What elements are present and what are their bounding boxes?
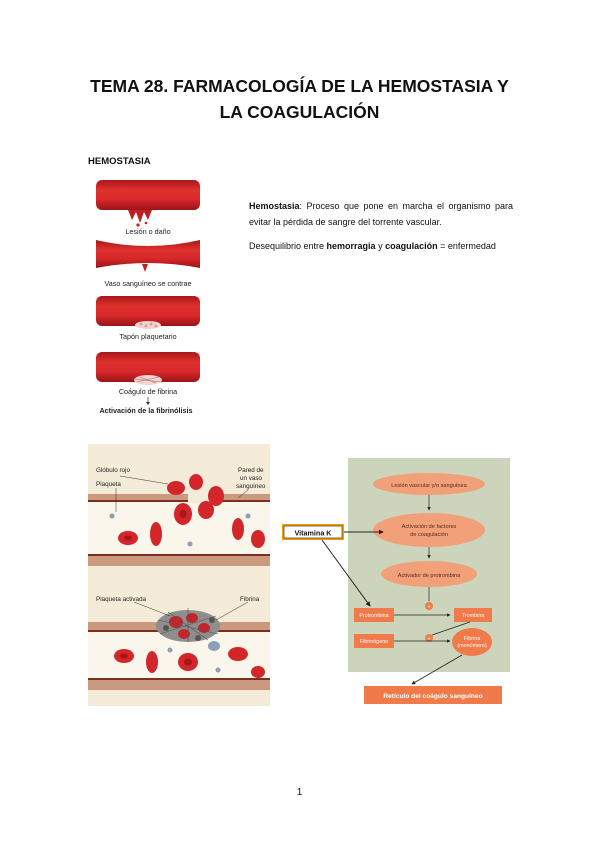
coagulation-cascade-figure: Lesión vascular y/o sanguínea Activación… bbox=[282, 458, 510, 704]
plus-text-1: + bbox=[427, 605, 431, 611]
label-pared-3: sanguíneo bbox=[236, 483, 266, 490]
blood-vessel-coagulation-figure: Glóbulo rojo Plaqueta Pared de un vaso s… bbox=[88, 444, 270, 706]
text-activacion-2: de coagulación bbox=[410, 532, 448, 538]
label-plaqueta: Plaqueta bbox=[96, 481, 121, 488]
node-lesion bbox=[373, 473, 485, 495]
plus-text-2: + bbox=[427, 637, 431, 643]
text-lesion: Lesión vascular y/o sanguínea bbox=[391, 483, 467, 489]
text-vitamina-k: Vitamina K bbox=[294, 529, 332, 538]
stage-label-1: Lesión o daño bbox=[125, 227, 170, 236]
title-line-1: TEMA 28. FARMACOLOGÍA DE LA HEMOSTASIA Y bbox=[90, 76, 509, 96]
desequilibrio-post: = enfermedad bbox=[437, 241, 496, 251]
node-activador bbox=[381, 561, 477, 587]
section-heading: HEMOSTASIA bbox=[88, 156, 151, 167]
stage-label-4: Coágulo de fibrina bbox=[119, 387, 177, 396]
text-reticulo: Retículo del coágulo sanguíneo bbox=[383, 693, 482, 700]
node-protrombina bbox=[354, 608, 394, 622]
page-title: TEMA 28. FARMACOLOGÍA DE LA HEMOSTASIA Y… bbox=[70, 73, 529, 125]
label-fibrina: Fibrina bbox=[240, 596, 260, 603]
node-fibrina-monomero bbox=[452, 628, 492, 656]
text-fibrinogeno: Fibrinógeno bbox=[360, 639, 388, 645]
label-globulo-rojo: Glóbulo rojo bbox=[96, 467, 130, 474]
title-line-2: LA COAGULACIÓN bbox=[219, 102, 380, 122]
stage-fibrin-clot: Coágulo de fibrina Activación de la fibr… bbox=[96, 352, 200, 415]
page-number: 1 bbox=[296, 787, 303, 798]
text-activador: Activador de protrombina bbox=[398, 573, 461, 579]
label-pared-2: un vaso bbox=[240, 475, 263, 482]
stage-lesion: Lesión o daño bbox=[96, 180, 200, 236]
upper-vessel bbox=[88, 474, 270, 566]
text-protrombina: Protrombina bbox=[359, 613, 388, 619]
term-coagulacion: coagulación bbox=[385, 241, 438, 251]
node-reticulo bbox=[364, 686, 502, 704]
paragraph-hemostasia-definition: Hemostasia: Proceso que pone en marcha e… bbox=[249, 198, 513, 230]
stage-label-3: Tapón plaquetario bbox=[119, 332, 176, 341]
desequilibrio-pre: Desequilibrio entre bbox=[249, 241, 327, 251]
lower-vessel bbox=[88, 601, 270, 690]
node-activacion bbox=[373, 513, 485, 547]
desequilibrio-mid: y bbox=[375, 241, 386, 251]
hemostasis-stages-figure: Lesión o daño Vaso sanguíneo se contrae … bbox=[96, 180, 200, 415]
paragraph-desequilibrio: Desequilibrio entre hemorragia y coagula… bbox=[249, 238, 513, 254]
definition-text: : Proceso que pone en marcha el organism… bbox=[249, 201, 513, 227]
stage-label-final: Activación de la fibrinólisis bbox=[99, 406, 192, 415]
label-pared-1: Pared de bbox=[238, 467, 264, 474]
stage-label-2: Vaso sanguíneo se contrae bbox=[105, 279, 192, 288]
term-hemostasia: Hemostasia bbox=[249, 201, 300, 211]
term-hemorragia: hemorragia bbox=[326, 241, 376, 251]
plus-node-2 bbox=[425, 634, 433, 642]
label-plaqueta-activada: Plaqueta activada bbox=[96, 596, 147, 603]
plus-node-1 bbox=[425, 602, 433, 610]
node-trombina bbox=[454, 608, 492, 622]
text-fibrina-1: Fibrina bbox=[464, 636, 480, 642]
stage-platelet-plug: Tapón plaquetario bbox=[96, 296, 200, 341]
text-activacion-1: Activación de factores bbox=[402, 524, 457, 530]
node-fibrinogeno bbox=[354, 634, 394, 648]
stage-contraction: Vaso sanguíneo se contrae bbox=[96, 240, 200, 288]
text-fibrina-2: (monómero) bbox=[457, 643, 487, 649]
text-trombina: Trombina bbox=[462, 613, 485, 619]
